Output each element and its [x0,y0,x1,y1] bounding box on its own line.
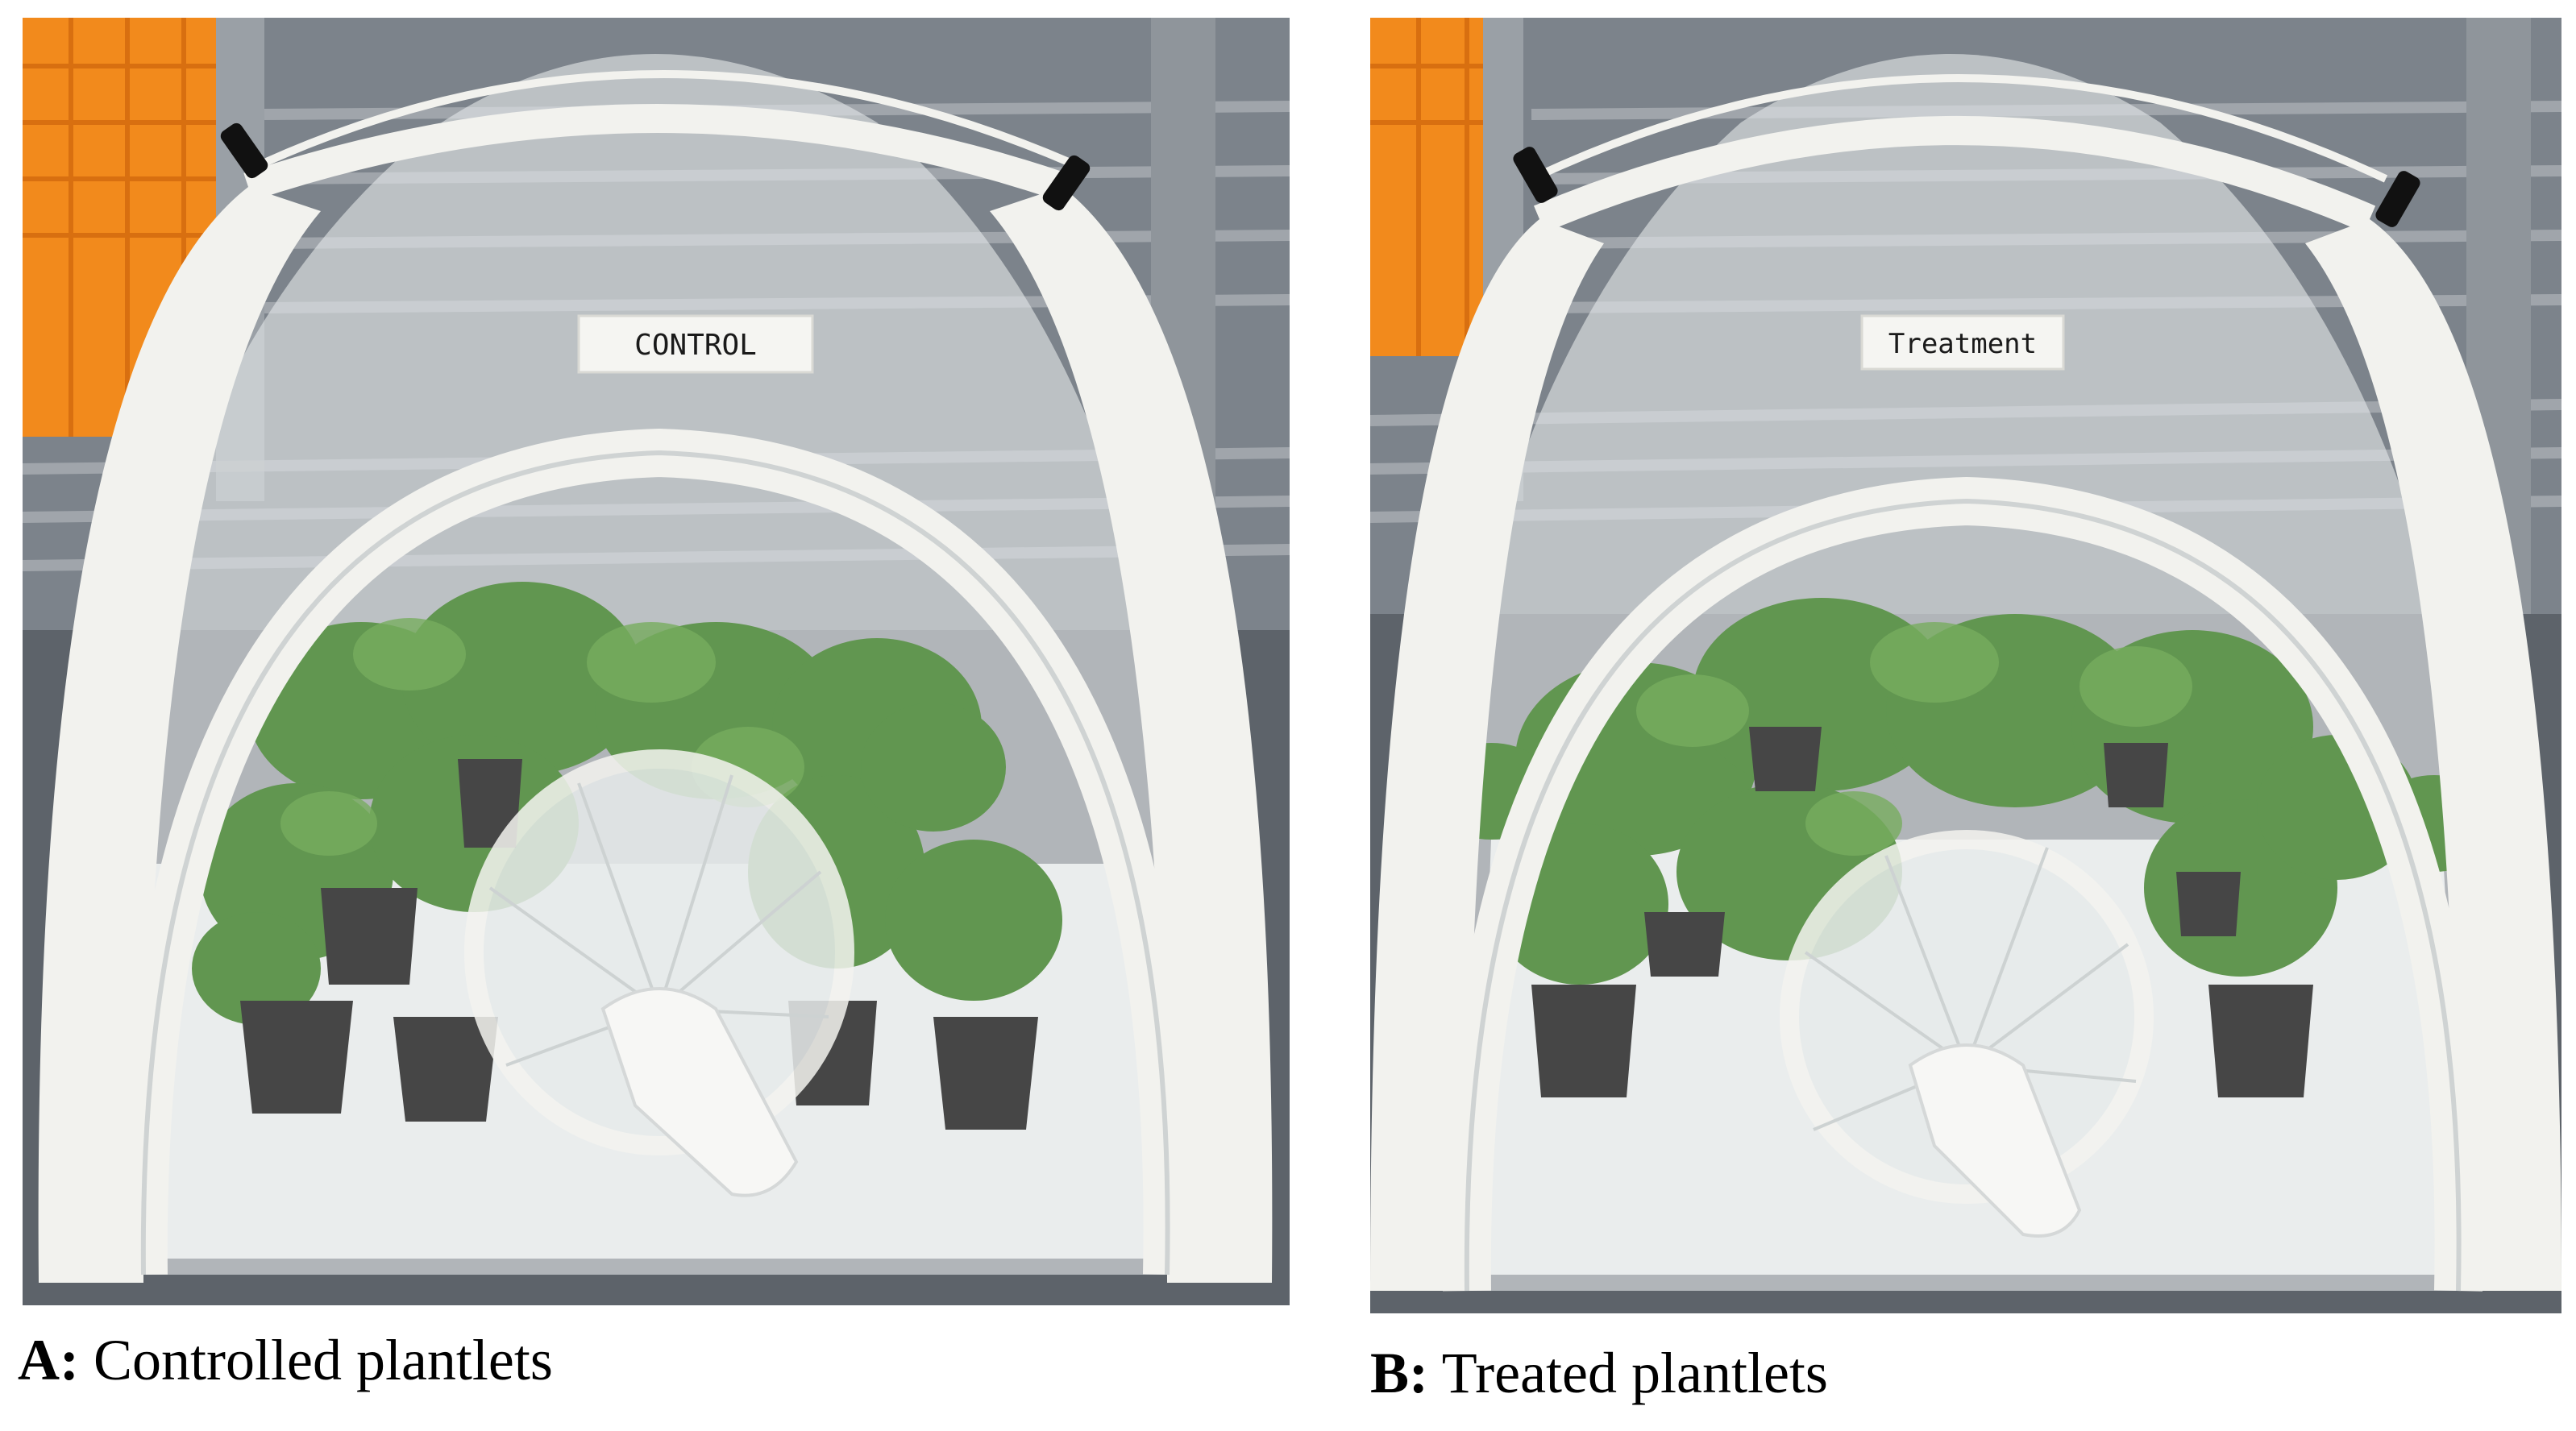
tent-label-tag [1860,314,2065,371]
tent-frame-left [38,187,322,1283]
photo-panel-b: Treatment [1370,18,2561,1313]
caption-a: A: Controlled plantlets [18,1331,553,1389]
caption-b-text: Treated plantlets [1441,1341,1828,1405]
tent-label-text: CONTROL [634,329,757,362]
pots [1531,727,2313,1097]
caption-a-letter: A: [18,1328,79,1392]
caption-a-text: Controlled plantlets [93,1328,553,1392]
sleeve-port [1780,830,2154,1204]
tent-frame-right [990,187,1273,1283]
treatment-tent-photo: Treatment [1370,18,2561,1313]
control-tent-photo: CONTROL [23,18,1290,1305]
photo-panel-a: CONTROL [23,18,1290,1305]
caption-b-letter: B: [1370,1341,1428,1405]
tent-frame-left [1370,219,1604,1291]
sleeve-port [464,749,854,1155]
tent-frame-right [2305,219,2561,1291]
tent-label-tag [577,314,814,374]
tent-label-text: Treatment [1888,328,2037,360]
caption-b: B: Treated plantlets [1370,1344,1828,1402]
